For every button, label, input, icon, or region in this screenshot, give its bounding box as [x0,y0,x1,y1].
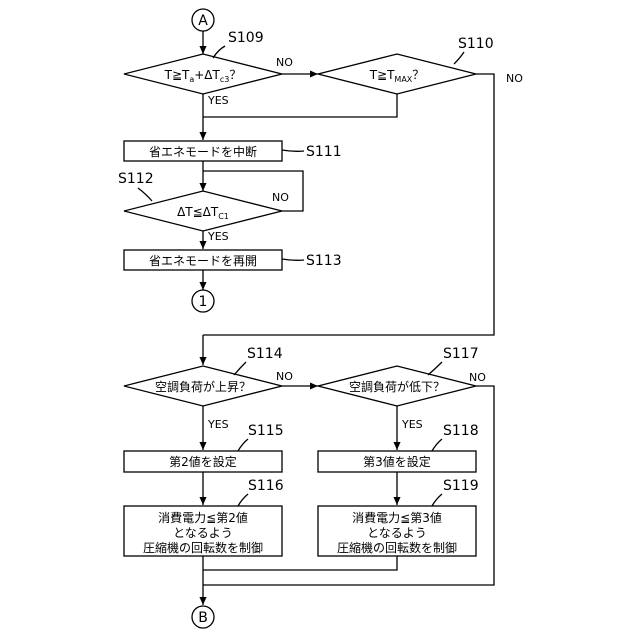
no-label-s112: NO [272,191,289,204]
yes-label-s117: YES [401,418,423,431]
step-label-s117: S117 [443,346,479,362]
step-label-s113: S113 [306,253,342,269]
connector-a-label: A [198,13,208,29]
process-s111-text: 省エネモードを中断 [149,144,257,159]
connector-b: B [192,606,214,628]
process-s118-text: 第3値を設定 [363,454,431,469]
decision-s114: 空調負荷が上昇？ [124,366,282,406]
connector-1-label: 1 [199,294,208,310]
decision-s117-text: 空調負荷が低下？ [349,379,445,394]
yes-label-s112: YES [207,230,229,243]
connector-b-label: B [198,610,208,626]
process-s119-line3: 圧縮機の回転数を制御 [337,540,457,555]
step-label-s110: S110 [458,36,494,52]
step-label-s111: S111 [306,144,342,160]
yes-label-s109: YES [207,94,229,107]
step-label-s118: S118 [443,423,479,439]
connector-1: 1 [192,290,214,312]
step-label-s119: S119 [443,478,479,494]
process-s116-line3: 圧縮機の回転数を制御 [143,540,263,555]
process-s116-line2: となるよう [173,526,233,540]
process-s119: 消費電力≦第3値 となるよう 圧縮機の回転数を制御 [318,506,476,556]
no-label-s117: NO [469,371,486,384]
decision-s109: T≧Ta+ΔTc3？ [124,54,282,94]
decision-s109-text: T≧Ta+ΔTc3？ [164,68,242,84]
process-s119-line2: となるよう [367,526,427,540]
process-s115: 第2値を設定 [124,451,282,472]
step-label-s116: S116 [248,478,284,494]
process-s113-text: 省エネモードを再開 [149,254,257,268]
process-s118: 第3値を設定 [318,451,476,472]
step-label-s109: S109 [228,30,264,46]
process-s116: 消費電力≦第2値 となるよう 圧縮機の回転数を制御 [124,506,282,556]
decision-s110: T≧TMAX？ [318,54,476,94]
step-label-s115: S115 [248,423,284,439]
decision-s114-text: 空調負荷が上昇？ [155,379,251,394]
decision-s117: 空調負荷が低下？ [318,366,476,406]
step-label-s114: S114 [247,346,283,362]
yes-label-s114: YES [207,418,229,431]
connector-a: A [192,9,214,31]
process-s113: 省エネモードを再開 [124,250,282,270]
process-s115-text: 第2値を設定 [169,454,237,469]
no-label-s109: NO [276,56,293,69]
process-s111: 省エネモードを中断 [124,141,282,161]
step-label-s112: S112 [118,171,154,187]
process-s116-line1: 消費電力≦第2値 [158,510,248,525]
no-label-s114: NO [276,370,293,383]
process-s119-line1: 消費電力≦第3値 [352,510,442,525]
no-label-s110: NO [506,72,523,85]
